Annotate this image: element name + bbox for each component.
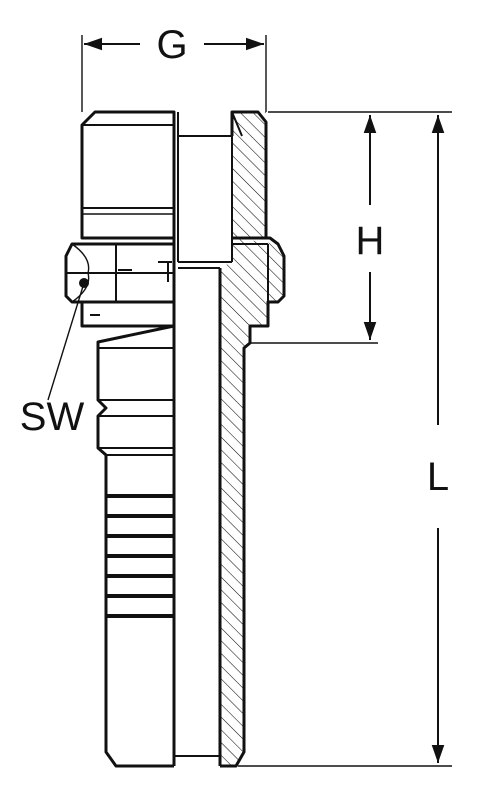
hose-tail-exterior xyxy=(96,324,175,768)
tail-wall-section xyxy=(220,236,286,768)
threaded-end-exterior xyxy=(80,110,176,240)
threaded-end-section xyxy=(230,110,268,238)
dimension-label-l: L xyxy=(427,455,449,499)
serration xyxy=(106,514,174,518)
serration xyxy=(106,594,174,598)
serration xyxy=(106,534,174,538)
dimension-g: G xyxy=(81,23,267,112)
serration xyxy=(106,614,174,618)
serration xyxy=(106,574,174,578)
serration xyxy=(106,494,174,498)
serration xyxy=(106,554,174,558)
fitting-section-half xyxy=(220,110,286,768)
dimension-h: H xyxy=(250,111,452,344)
fitting-exterior-half xyxy=(64,110,176,768)
dimension-label-h: H xyxy=(356,219,385,263)
dimension-label-g: G xyxy=(156,23,187,67)
dimension-label-sw: SW xyxy=(20,395,85,439)
dimension-l: L xyxy=(238,115,452,767)
